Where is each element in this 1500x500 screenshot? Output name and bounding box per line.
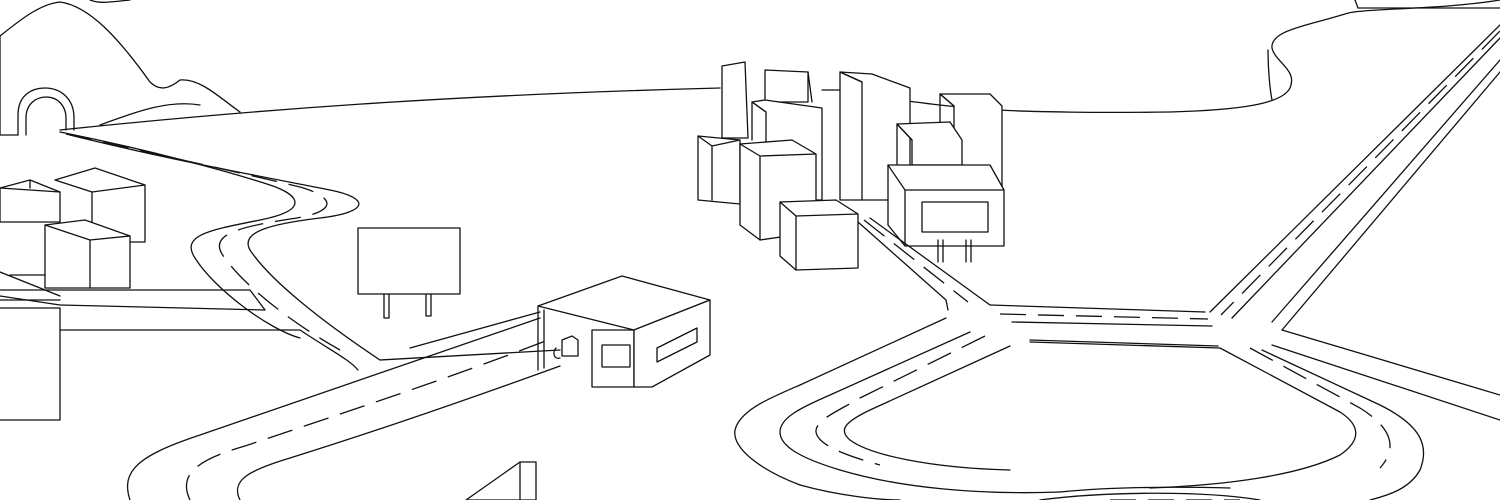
- bottom-partial-building: [465, 461, 537, 500]
- ring-road: [779, 331, 1425, 500]
- billboard-left: [357, 227, 461, 319]
- hills-with-tunnel: [0, 0, 241, 136]
- downtown-billboard: [887, 164, 1005, 263]
- winding-road: [0, 131, 561, 500]
- left-houses: [0, 167, 266, 421]
- crossroad-intersection: [734, 217, 1500, 486]
- diagonal-highway: [1209, 24, 1500, 331]
- gas-station: [537, 275, 711, 388]
